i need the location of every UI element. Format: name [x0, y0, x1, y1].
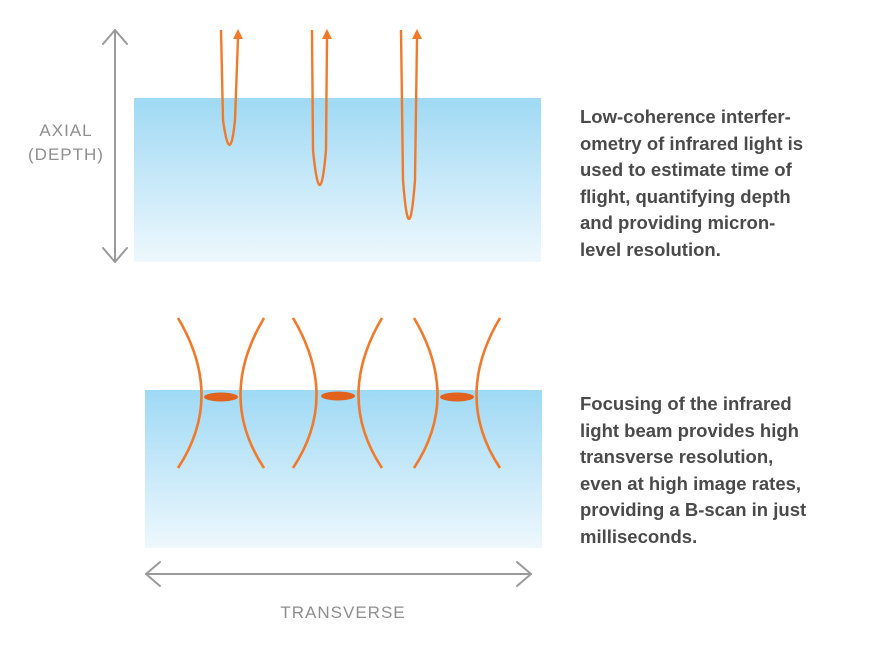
- description-line: transverse resolution,: [580, 446, 774, 467]
- tissue-block-depth: [134, 98, 541, 262]
- depth-description: Low-coherence interfer- ometry of infrar…: [580, 104, 803, 263]
- axial-depth-label: AXIAL (DEPTH): [24, 119, 108, 167]
- description-line: even at high image rates,: [580, 472, 802, 494]
- axial-label-line2: (DEPTH): [28, 145, 104, 164]
- depth-beams: [219, 29, 419, 220]
- description-line: flight, quantifying depth: [580, 185, 791, 207]
- arrowhead-icon: [233, 29, 243, 39]
- description-line: milliseconds.: [580, 525, 698, 547]
- arrowhead-icon: [412, 29, 422, 39]
- focus-spot: [204, 392, 238, 402]
- focus-spots: [204, 391, 474, 402]
- focused-beams: [176, 317, 502, 469]
- double-headed-vertical-arrow-icon: [102, 29, 128, 263]
- description-line: Focusing of the infrared: [580, 393, 792, 414]
- focused-beam-3: [412, 317, 502, 469]
- description-line: providing a B-scan in just: [580, 499, 807, 520]
- description-line: used to estimate time of: [580, 159, 792, 180]
- description-line: level resolution.: [580, 238, 721, 260]
- focus-spot: [440, 392, 474, 402]
- depth-beam-medium: [310, 29, 329, 187]
- description-line: light beam provides high: [580, 419, 799, 441]
- focus-description: Focusing of the infrared light beam prov…: [580, 391, 806, 550]
- transverse-label: TRANSVERSE: [280, 603, 406, 622]
- description-line: ometry of infrared light is: [580, 132, 804, 154]
- tissue-block-transverse: [145, 390, 542, 548]
- focused-beam-2: [291, 317, 384, 469]
- arrowhead-icon: [322, 29, 332, 39]
- focused-beam-1: [176, 317, 266, 469]
- depth-beam-shallow: [219, 29, 240, 146]
- axial-label-line1: AXIAL: [39, 121, 93, 140]
- description-line: and providing micron-: [580, 212, 776, 233]
- depth-beam-deep: [399, 29, 419, 220]
- double-headed-horizontal-arrow-icon: [145, 561, 532, 587]
- depth-beam-arrowheads: [233, 29, 422, 39]
- description-line: Low-coherence interfer-: [580, 106, 791, 127]
- focus-spot: [321, 391, 355, 401]
